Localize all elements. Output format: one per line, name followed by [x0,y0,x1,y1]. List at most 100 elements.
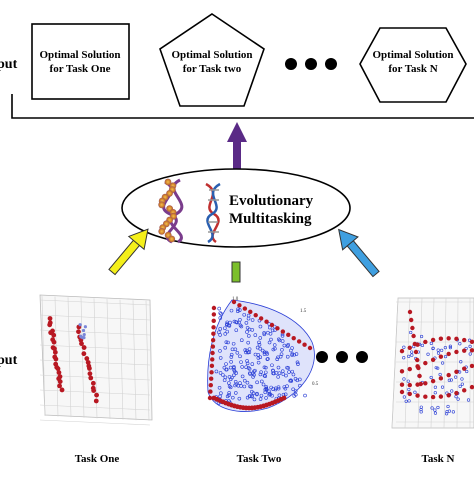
pareto-point [446,351,451,357]
mesh-point [250,394,254,399]
mesh-point [235,350,240,355]
mesh-point [285,365,289,370]
pareto-point [407,366,412,372]
mesh-point [298,383,302,388]
center-input-arrow [231,261,241,283]
mesh-point [228,365,233,370]
mesh-point [276,386,281,391]
mesh-point [224,340,229,344]
pareto-point [94,392,99,398]
mesh-point [245,348,249,353]
pareto-point [52,349,58,355]
mesh-point [450,389,454,393]
mesh-point [244,365,248,369]
pareto-point [430,394,436,400]
mesh-point [281,372,286,377]
pareto-point [47,316,53,321]
mesh-point [294,352,299,356]
pareto-point [415,357,420,363]
mesh-point [262,373,267,378]
pareto-point [462,366,467,371]
mesh-point [402,345,406,349]
up-arrow [227,122,247,170]
svg-text:0.5: 0.5 [312,382,319,387]
dna-atom [168,235,176,243]
mesh-point [420,343,425,347]
mesh-point [242,384,247,389]
output-task-one-line2: for Task One [50,63,111,75]
pareto-point [469,384,474,390]
mesh-point [232,365,236,369]
mesh-point [232,373,236,378]
mesh-point [251,391,256,396]
mesh-point [466,398,471,402]
mesh-point [402,395,406,399]
mesh-point [223,345,228,350]
mesh-point [280,339,285,343]
mesh-point [227,375,232,379]
mesh-point [239,384,243,388]
mesh-point [223,375,228,380]
mesh-point [252,373,256,377]
mesh-point [246,366,251,370]
output-task-one-line1: Optimal Solution [40,49,121,61]
mesh-point [251,375,255,379]
pareto-point [55,366,61,372]
mesh-point [262,332,267,337]
mesh-point [247,334,251,338]
pareto-point [454,369,459,375]
mesh-point [265,352,269,356]
mesh-point [223,326,227,331]
mesh-point [436,348,440,352]
mesh-point [267,392,272,397]
mesh-point [250,362,255,366]
mesh-point [440,348,444,352]
mesh-point [258,324,263,329]
mesh-point [270,328,275,333]
mesh-point [276,355,280,360]
mesh-point [277,371,282,375]
mesh-point [433,391,437,395]
mesh-point [443,345,447,350]
output-task-n-hexagon: Optimal Solution for Task N [359,27,467,103]
pareto-point-minor [81,328,86,333]
boundary-point [242,306,248,311]
mesh-point [285,384,289,388]
mesh-point [236,383,241,388]
mesh-point [247,367,252,371]
mesh-point [406,379,410,383]
mesh-point [445,412,449,416]
boundary-point [210,344,216,349]
mesh-point [229,360,233,364]
pareto-point [53,356,59,362]
boundary-point [210,357,215,362]
dna-atom [166,190,173,197]
pareto-point [51,339,57,345]
boundary-point [307,345,313,351]
pareto-point [423,339,428,345]
mesh-point [227,384,232,389]
mesh-point [468,352,472,356]
mesh-point [465,369,469,374]
mesh-point [248,384,252,389]
mesh-point [419,334,424,339]
mesh-point [229,355,234,359]
mesh-point [252,397,257,402]
mesh-point [456,397,460,401]
mesh-point [258,397,263,401]
pareto-point [57,379,63,385]
mesh-point [250,318,255,322]
mesh-point [290,346,294,350]
mesh-point [263,387,268,392]
mesh-point [454,395,458,399]
pareto-point [469,363,474,369]
mesh-point [290,352,295,356]
pareto-point [399,389,405,395]
mesh-point [272,371,276,376]
pareto-point [407,345,412,351]
mesh-point [218,311,223,315]
mesh-point [282,343,287,348]
boundary-point [275,326,280,331]
mesh-point [407,354,411,358]
mesh-point [258,372,263,377]
